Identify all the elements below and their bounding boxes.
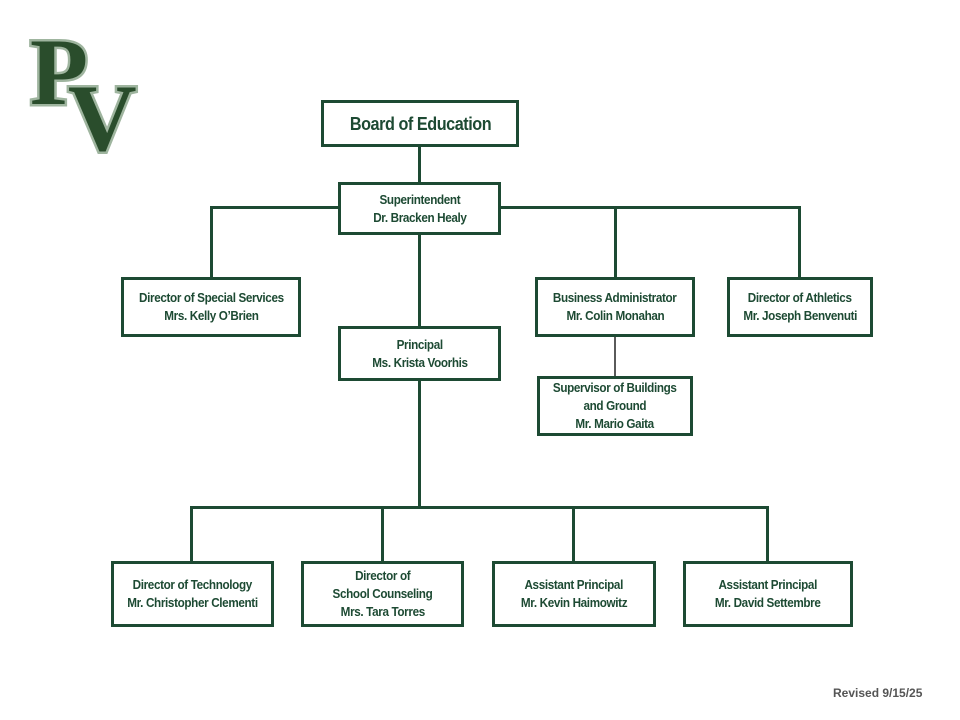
- connector: [418, 146, 421, 182]
- board-of-education-box: Board of Education: [321, 100, 519, 147]
- box-title: Assistant Principal: [524, 577, 624, 592]
- box-title: Director of Athletics: [748, 290, 852, 305]
- connector: [572, 506, 575, 561]
- revised-date: Revised 9/15/25: [833, 686, 923, 700]
- connector: [190, 506, 193, 561]
- box-name: Mr. Christopher Clementi: [127, 595, 258, 610]
- box-title: and Ground: [583, 398, 647, 413]
- connector: [614, 206, 617, 277]
- svg-text:V: V: [68, 65, 137, 157]
- box-title: Assistant Principal: [718, 577, 818, 592]
- svg-text:P: P: [30, 22, 88, 125]
- connector: [766, 506, 769, 561]
- connector: [210, 206, 213, 277]
- box-title: Director of Technology: [132, 577, 253, 592]
- connector: [210, 206, 801, 209]
- box-name: Ms. Krista Voorhis: [371, 354, 468, 370]
- box-title: Board of Education: [349, 113, 491, 134]
- connector: [190, 506, 769, 509]
- box-name: Mr. Colin Monahan: [566, 308, 664, 323]
- box-name: Mrs. Kelly O’Brien: [163, 308, 259, 323]
- box-title: School Counseling: [332, 586, 433, 601]
- box-title: Supervisor of Buildings: [553, 380, 677, 395]
- box-name: Mr. Joseph Benvenuti: [743, 308, 857, 323]
- connector: [798, 206, 801, 277]
- connector: [418, 234, 421, 326]
- box-title: Director of Special Services: [138, 290, 284, 305]
- connector: [418, 380, 421, 508]
- box-name: Mr. Mario Gaita: [575, 416, 655, 431]
- box-title: Superintendent: [379, 191, 460, 207]
- connector: [614, 336, 616, 376]
- box-name: Mr. David Settembre: [715, 595, 821, 610]
- box-title: Director of: [354, 568, 411, 583]
- box-title: Principal: [396, 336, 443, 352]
- box-title: Business Administrator: [553, 290, 677, 305]
- connector: [381, 506, 384, 561]
- pv-logo: P V: [28, 22, 139, 157]
- box-name: Mrs. Tara Torres: [340, 604, 425, 619]
- box-name: Mr. Kevin Haimowitz: [520, 595, 628, 610]
- box-name: Dr. Bracken Healy: [372, 209, 467, 225]
